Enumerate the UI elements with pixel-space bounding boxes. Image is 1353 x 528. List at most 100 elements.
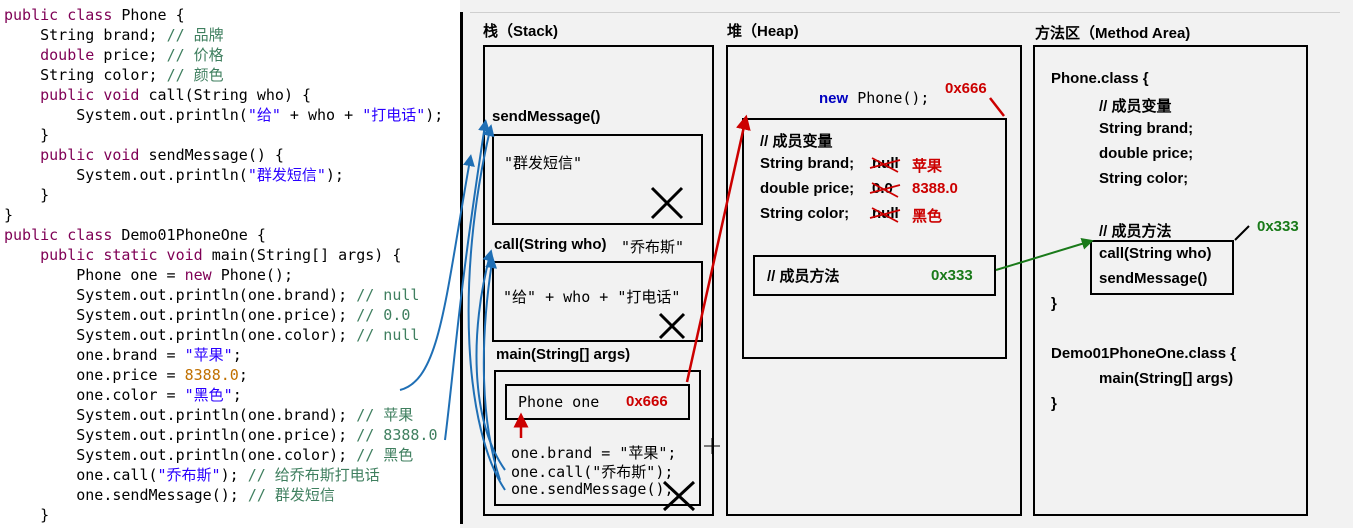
code-token: 8388.0 — [184, 366, 239, 384]
code-token: Phone { — [121, 6, 185, 24]
code-editor: public class Phone { String brand; // 品牌… — [0, 0, 460, 528]
code-line: } — [4, 205, 13, 225]
code-line: one.brand = "苹果"; — [4, 345, 242, 365]
code-line: } — [4, 505, 49, 525]
code-token: // 价格 — [166, 46, 224, 64]
code-line: } — [4, 125, 49, 145]
heap-price-old: 0.0 — [872, 180, 893, 197]
top-guide-line — [470, 12, 1340, 13]
phone-class-close: } — [1051, 295, 1057, 312]
code-line: public static void main(String[] args) { — [4, 245, 401, 265]
heap-methods-box — [753, 255, 996, 296]
code-token: public static void — [4, 246, 212, 264]
code-token: call(String who) { — [148, 86, 312, 104]
phone-addr: 0x666 — [626, 393, 668, 410]
stmt-send: one.sendMessage(); — [511, 480, 674, 498]
code-token: ; — [232, 386, 242, 404]
code-line: String color; // 颜色 — [4, 65, 224, 85]
ma-method-call: call(String who) — [1099, 245, 1212, 262]
phone-class: Phone.class { — [1051, 70, 1149, 87]
code-line: public class Demo01PhoneOne { — [4, 225, 266, 245]
code-token: Demo01PhoneOne { — [121, 226, 266, 244]
code-token: // 品牌 — [166, 26, 224, 44]
code-token: System.out.println(one.price); — [4, 306, 357, 324]
code-line: System.out.println(one.color); // null — [4, 325, 419, 345]
code-token: System.out.println(one.brand); — [4, 286, 357, 304]
code-token: new — [184, 266, 212, 284]
code-line: Phone one = new Phone(); — [4, 265, 293, 285]
code-token: one.price = — [4, 366, 185, 384]
heap-methods-title: // 成员方法 — [767, 268, 840, 285]
code-token: // 给乔布斯打电话 — [247, 466, 380, 484]
code-token: public void — [4, 146, 149, 164]
heap-color-new: 黑色 — [912, 208, 943, 225]
code-token: System.out.println(one.brand); — [4, 406, 357, 424]
code-token: sendMessage() { — [148, 146, 284, 164]
heap-methods-addr: 0x333 — [931, 267, 973, 284]
code-token: "群发短信" — [247, 166, 326, 184]
main-frame-label: main(String[] args) — [496, 346, 631, 363]
code-token: // null — [356, 286, 420, 304]
code-token: "黑色" — [184, 386, 233, 404]
code-token: } — [4, 206, 14, 224]
code-token: } — [4, 186, 50, 204]
method-area-title: 方法区（Method Area) — [1035, 25, 1191, 42]
send-frame — [492, 134, 703, 225]
code-token: } — [4, 126, 50, 144]
code-token: // 苹果 — [356, 406, 414, 424]
heap-title: 堆（Heap) — [727, 23, 799, 40]
code-line: } — [4, 185, 49, 205]
new-phone: Phone(); — [848, 89, 930, 107]
stack-title: 栈（Stack) — [483, 23, 559, 40]
code-token: Phone(); — [211, 266, 293, 284]
heap-brand-old: null — [872, 155, 899, 172]
heap-addr: 0x666 — [945, 80, 987, 97]
code-line: public void call(String who) { — [4, 85, 311, 105]
code-token: // null — [356, 326, 420, 344]
code-token: ); — [220, 466, 248, 484]
send-frame-label: sendMessage() — [492, 108, 601, 125]
demo-class: Demo01PhoneOne.class { — [1051, 345, 1237, 362]
code-token: public void — [4, 86, 149, 104]
ma-field-brand: String brand; — [1099, 120, 1194, 137]
code-token: Phone one = — [4, 266, 185, 284]
heap-price-new: 8388.0 — [912, 180, 958, 197]
code-token: ; — [232, 346, 242, 364]
code-token: "给" — [247, 106, 281, 124]
ma-methods-title: // 成员方法 — [1099, 223, 1172, 240]
new-keyword: new — [819, 90, 849, 107]
code-token: public class — [4, 6, 122, 24]
code-token: System.out.println(one.color); — [4, 326, 357, 344]
code-line: System.out.println(one.brand); // null — [4, 285, 419, 305]
ma-field-price: double price; — [1099, 145, 1194, 162]
code-line: one.color = "黑色"; — [4, 385, 242, 405]
call-arg: "乔布斯" — [621, 238, 685, 256]
stmt-brand: one.brand = "苹果"; — [511, 444, 677, 462]
code-token: // 8388.0 — [356, 426, 438, 444]
code-token: one.sendMessage(); — [4, 486, 248, 504]
code-token: } — [4, 506, 50, 524]
code-token: ); — [325, 166, 344, 184]
code-token: one.call( — [4, 466, 158, 484]
call-body: "给" + who + "打电话" — [503, 288, 681, 306]
code-line: System.out.println(one.color); // 黑色 — [4, 445, 413, 465]
code-line: public void sendMessage() { — [4, 145, 284, 165]
call-frame-label: call(String who) — [494, 236, 607, 253]
code-line: System.out.println(one.price); // 0.0 — [4, 305, 410, 325]
ma-fields-title: // 成员变量 — [1099, 98, 1172, 115]
code-token: System.out.println( — [4, 106, 248, 124]
code-token: "乔布斯" — [157, 466, 221, 484]
code-line: double price; // 价格 — [4, 45, 224, 65]
heap-new: new Phone(); — [819, 89, 929, 107]
code-line: System.out.println("给" + who + "打电话"); — [4, 105, 443, 125]
code-token: main(String[] args) { — [211, 246, 402, 264]
method-area-panel — [1033, 45, 1308, 516]
code-line: System.out.println(one.brand); // 苹果 — [4, 405, 413, 425]
demo-class-close: } — [1051, 395, 1057, 412]
code-token: + who + — [280, 106, 363, 124]
heap-color-label: String color; — [760, 205, 850, 222]
code-token: price; — [94, 46, 167, 64]
heap-color-old: null — [872, 205, 899, 222]
stmt-call: one.call("乔布斯"); — [511, 463, 674, 481]
heap-price-label: double price; — [760, 180, 855, 197]
